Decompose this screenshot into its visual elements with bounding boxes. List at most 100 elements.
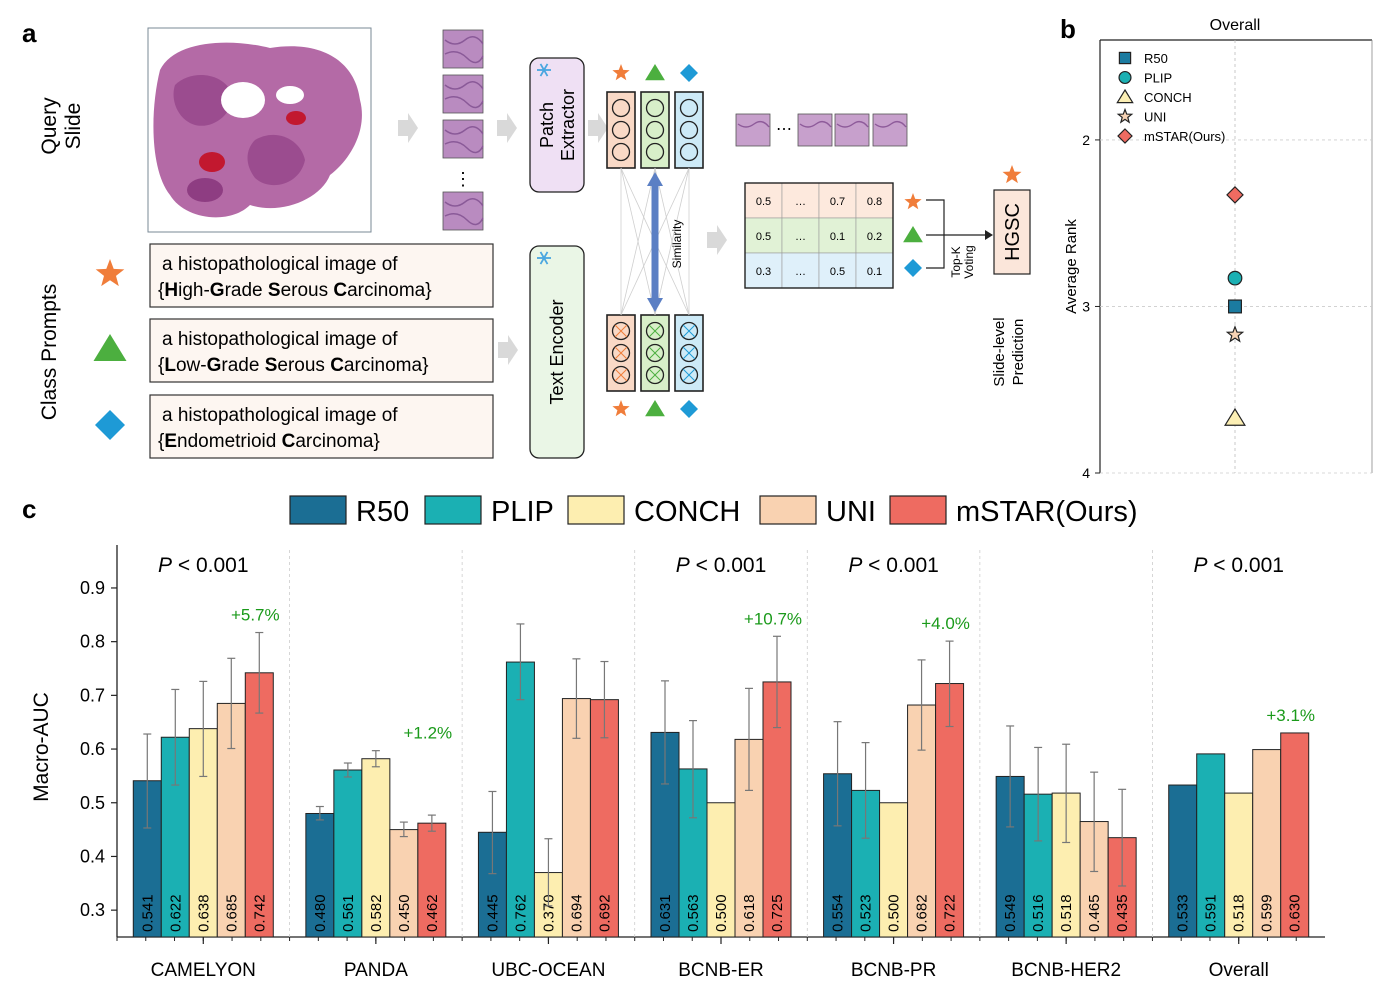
legend-triangle-icon [1116,88,1134,104]
flow-arrow-icon [498,335,518,365]
p-value-label: P < 0.001 [848,554,939,577]
bar-value-label: 0.762 [512,894,529,932]
star-icon [904,193,922,210]
tissue-region [247,134,305,186]
legend-swatch [289,495,347,525]
patch-extractor-box [529,57,585,193]
patch-texture [444,81,484,109]
prompt-star-icon [95,259,125,287]
matrix-cell [781,252,820,289]
chart-b-ylabel: Average Rank [1063,219,1080,314]
flow-arrow-icon [707,225,727,255]
chart-b-tick-label: 4 [1082,465,1090,481]
retrieved-patch [834,113,870,147]
gain-label: +5.7% [231,606,280,625]
bar-value-label: 0.694 [568,894,585,932]
p-value-symbol: P [848,554,862,577]
bar-value-label: 0.533 [1175,894,1192,932]
voting-arrowhead [985,230,993,240]
chart-b-legend-label: UNI [1144,110,1166,125]
triangle-icon [645,64,665,81]
legend-label: PLIP [491,496,554,528]
patch-extractor-line1: Patch [537,102,557,148]
chart-c-y-tick-label: 0.8 [80,632,105,652]
p-value-label: P < 0.001 [676,554,767,577]
matrix-value: 0.5 [830,266,845,278]
feature-node [645,343,665,363]
prompt-line2: {Low-Grade Serous Carcinoma} [158,355,428,376]
feature-hatch [682,368,696,382]
star-icon [612,400,630,417]
bar-value-label: 0.518 [1058,894,1075,932]
matrix-value: 0.1 [867,266,882,278]
bar [1280,732,1310,938]
panel-label-a: a [22,18,37,48]
prompt-box [149,394,494,459]
bar-value-label: 0.500 [713,894,730,932]
feature-hatch [682,324,696,338]
retrieved-patch [872,113,908,147]
bar-value-label: 0.563 [685,894,702,932]
chart-c-x-tick-label: BCNB-HER2 [1011,960,1121,981]
feature-hatch [648,324,662,338]
snowflake-icon [537,251,551,265]
prompt-box [149,318,494,383]
matrix-cell [855,217,894,254]
feature-hatch [614,324,628,338]
bar-value-label: 0.638 [195,894,212,932]
legend-square-icon [1118,51,1132,65]
prompt-span: { [158,280,165,301]
panel-label-c: c [22,494,36,524]
image-feature-column [674,91,704,169]
feature-node [679,142,699,162]
legend-swatch [889,495,947,525]
matrix-value: 0.8 [867,196,882,208]
patch-texture [444,126,484,154]
similarity-link [654,167,690,316]
snowflake-stroke [539,251,549,265]
star-icon [612,64,630,81]
bar [505,661,535,938]
chart-c-y-tick-label: 0.4 [80,846,105,866]
patch-thumbnail [442,191,484,231]
patch-texture [444,198,484,226]
bar-value-label: 0.622 [167,894,184,932]
feature-node [645,321,665,341]
matrix-value: 0.1 [830,231,845,243]
bar-value-label: 0.722 [942,894,959,932]
prompt-span: L [164,355,176,376]
feature-hatch [648,368,662,382]
bar-value-label: 0.599 [1259,894,1276,932]
bar-value-label: 0.500 [886,894,903,932]
prompt-span: erous [281,280,334,301]
feature-node [611,142,631,162]
bar [879,802,909,938]
gain-label: +1.2% [404,724,453,743]
snowflake-stroke [539,63,549,77]
image-feature-column [640,91,670,169]
matrix-value: 0.5 [756,196,771,208]
chart-c-x-tick-label: BCNB-PR [851,960,937,981]
matrix-cell [818,217,857,254]
prompt-span: rade [221,355,264,376]
feature-node [679,365,699,385]
flow-arrow-icon [588,113,608,143]
chart-c-y-tick-label: 0.6 [80,739,105,759]
tissue-hole [221,82,265,118]
bar-value-label: 0.631 [657,894,674,932]
chart-b-tick-label: 2 [1082,132,1090,148]
patch-texture [799,120,832,128]
slide-level-line1: Slide-level [991,317,1008,386]
feature-node [611,343,631,363]
matrix-value: … [795,266,806,278]
feature-hatch [648,346,662,360]
similarity-link [620,167,656,316]
prompt-span: arcinoma} [344,355,429,376]
feature-node [645,120,665,140]
prompt-span: H [164,280,178,301]
